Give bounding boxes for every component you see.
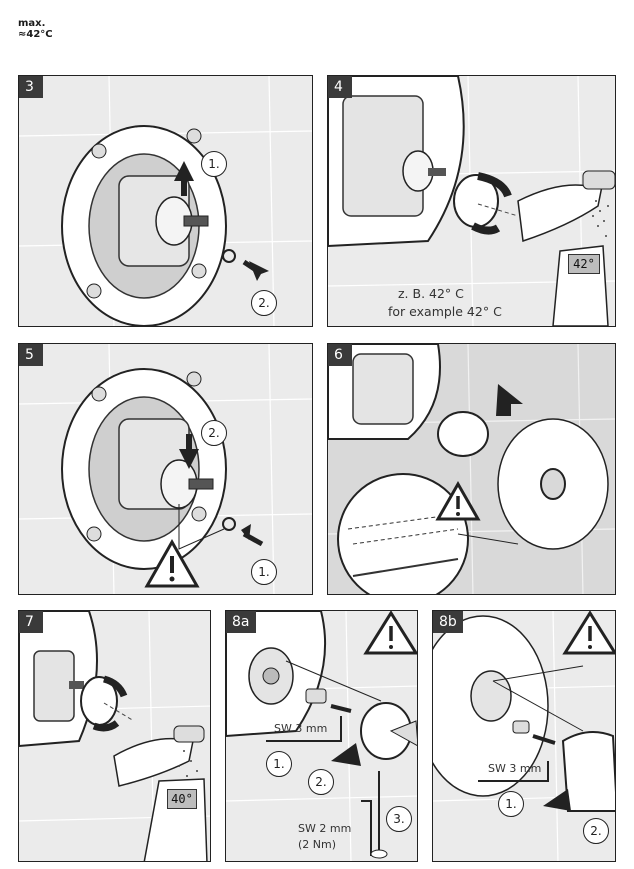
step-2-marker: 2. [308, 769, 334, 795]
adapter-part [305, 688, 327, 704]
panel-8a-illustration [226, 611, 417, 861]
step-1-marker: 1. [498, 791, 524, 817]
allen-key-size-3mm: SW 3 mm [274, 722, 328, 735]
step-3-marker: 3. [386, 806, 412, 832]
panel-8b-label: 8b [433, 611, 463, 633]
panel-8a-label: 8a [226, 611, 256, 633]
valve-body [352, 353, 414, 425]
max-label: max. [18, 18, 46, 29]
panel-3-illustration [19, 76, 312, 326]
valve-body [33, 650, 75, 722]
panel-step-3: 3 1. 2. [18, 75, 313, 327]
panel-4-illustration [328, 76, 615, 326]
example-temp-caption-de: z. B. 42° C [398, 286, 464, 301]
step-2-marker: 2. [201, 420, 227, 446]
arrow-up-icon [174, 161, 194, 196]
step-2-marker: 2. [583, 818, 609, 844]
rotate-arrow-icon [102, 675, 128, 698]
panel-4-label: 4 [328, 76, 352, 98]
torque-value: (2 Nm) [298, 838, 337, 851]
step-2-marker: 2. [251, 290, 277, 316]
step-1-marker: 1. [201, 151, 227, 177]
step-1-marker: 1. [251, 559, 277, 585]
panel-6-illustration [328, 344, 615, 594]
panel-step-7: 7 40° [18, 610, 211, 862]
arrow-left-icon [241, 524, 251, 540]
arrow-down-icon [179, 434, 199, 469]
thermometer-display: 42° [568, 254, 600, 274]
panel-step-4: 4 42° z. B. 42° C for example 42° C [327, 75, 616, 327]
allen-key-size-2mm: SW 2 mm [298, 822, 352, 835]
panel-step-5: 5 2. 1. [18, 343, 313, 595]
max-temp-value: ≈42°C [18, 29, 53, 40]
allen-key-3mm [478, 761, 549, 782]
thermometer-display: 40° [167, 789, 197, 809]
hand-shower-hand [517, 174, 604, 243]
valve-body [470, 670, 512, 722]
example-temp-caption-en: for example 42° C [388, 304, 502, 319]
panel-6-label: 6 [328, 344, 352, 366]
temperature-knob [437, 411, 489, 457]
allen-key-size-3mm: SW 3 mm [488, 762, 542, 775]
rotate-arrow-icon [477, 172, 512, 198]
panel-step-8a: 8a SW 3 mm 1. 2. 3. SW 2 mm (2 Nm) [225, 610, 418, 862]
panel-7-label: 7 [19, 611, 43, 633]
step-1-marker: 1. [266, 751, 292, 777]
arrow-push-icon [331, 743, 361, 766]
panel-5-label: 5 [19, 344, 43, 366]
max-temperature-note: max. ≈42°C [18, 18, 53, 40]
clip-ring [222, 517, 236, 531]
arrow-push-icon [543, 789, 571, 811]
panel-step-8b: 8b SW 3 mm 1. 2. [432, 610, 616, 862]
allen-key-3mm [266, 716, 342, 742]
panel-8b-illustration [433, 611, 615, 861]
handle [561, 731, 615, 812]
panel-3-label: 3 [19, 76, 43, 98]
clip-ring [222, 249, 236, 263]
arrow-left-icon [496, 384, 523, 416]
detail-magnifier [337, 473, 469, 594]
panel-step-6: 6 [327, 343, 616, 595]
panel-5-illustration [19, 344, 312, 594]
panel-7-illustration [19, 611, 210, 861]
